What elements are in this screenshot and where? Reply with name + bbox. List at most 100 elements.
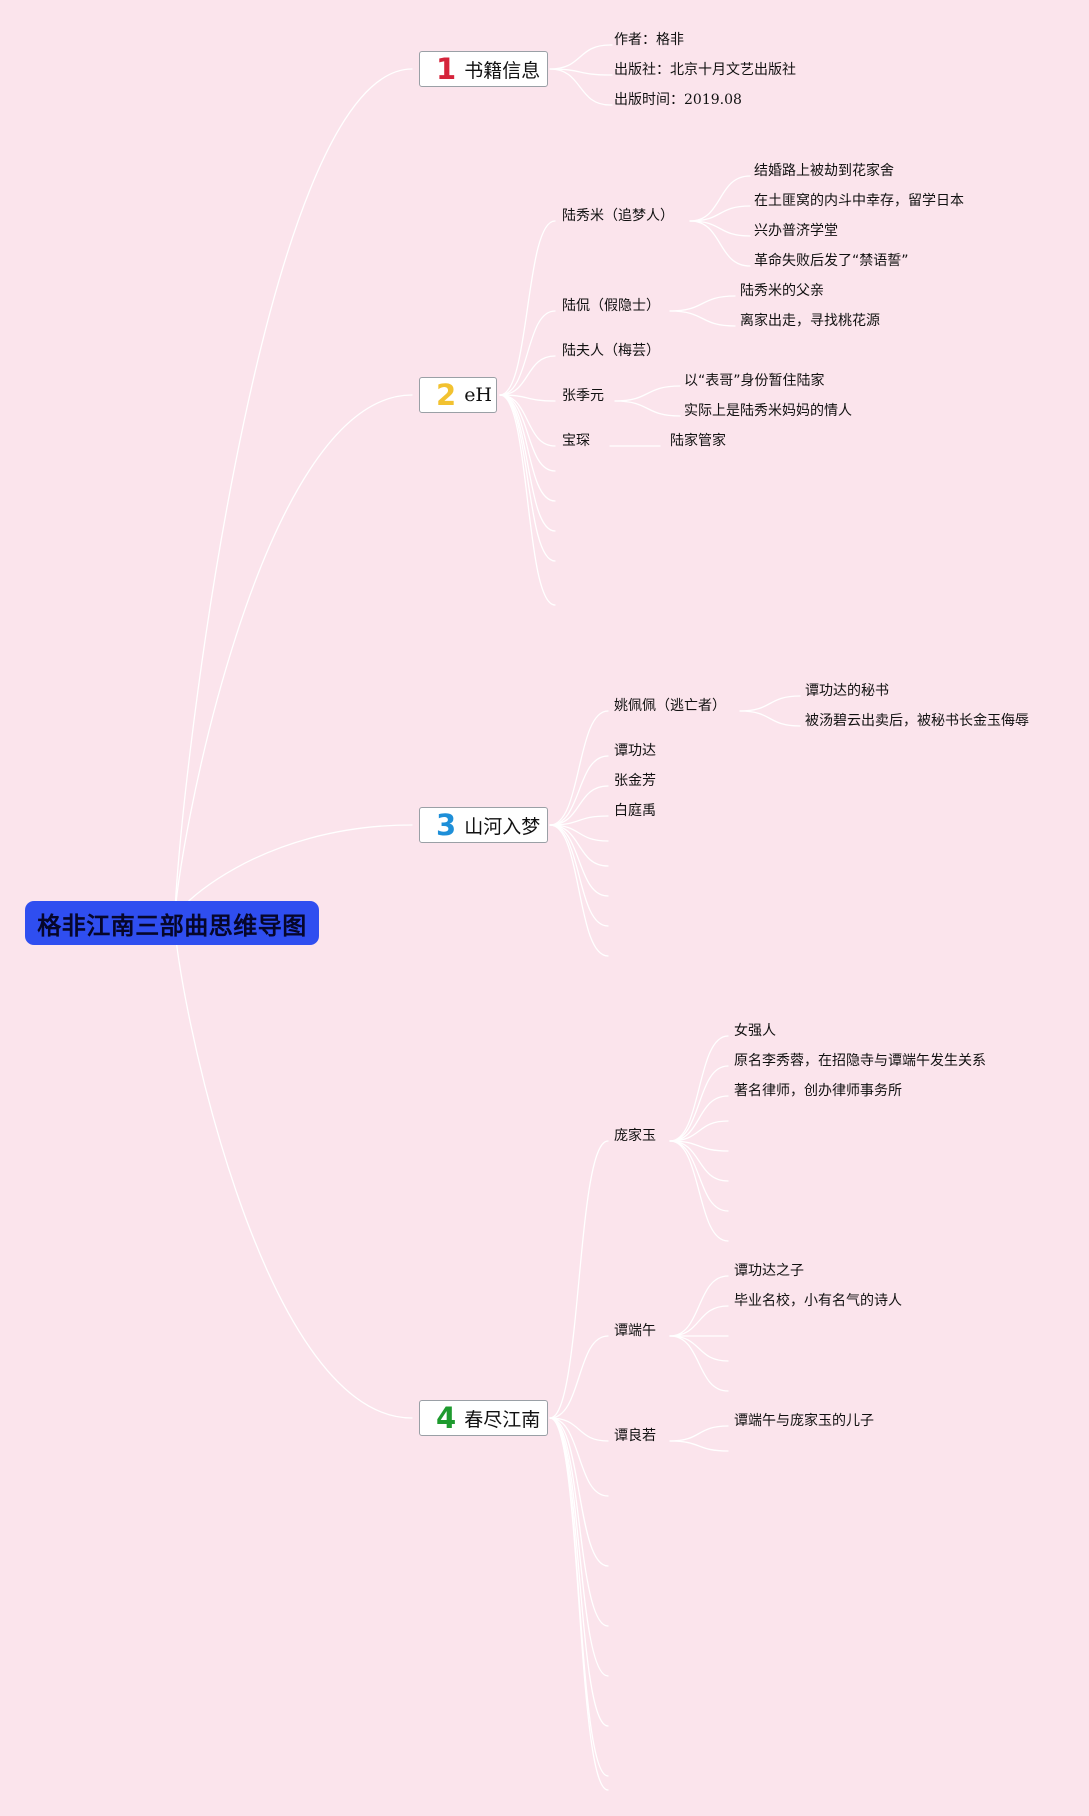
connector-line: [549, 824, 609, 867]
connector-line: [549, 1417, 609, 1627]
connector-line: [549, 824, 609, 897]
node-publisher[interactable]: 出版社：北京十月文艺出版社: [614, 62, 796, 78]
branch-eh[interactable]: 2 eH: [419, 377, 497, 413]
node-detail[interactable]: 以“表哥”身份暂住陆家: [684, 373, 825, 389]
node-detail[interactable]: 女强人: [734, 1023, 776, 1039]
connector-line: [669, 1335, 729, 1392]
connector-line: [614, 385, 681, 402]
node-tan-liangruo[interactable]: 谭良若: [614, 1428, 656, 1444]
connector-line: [549, 824, 609, 957]
connector-line: [499, 310, 556, 396]
node-detail[interactable]: 谭功达之子: [734, 1263, 804, 1279]
node-zhang-jiyuan[interactable]: 张季元: [562, 388, 604, 404]
root-node[interactable]: 格非江南三部曲思维导图: [25, 901, 319, 945]
connector-line: [499, 394, 556, 447]
connector-line: [669, 310, 736, 327]
node-detail[interactable]: 谭端午与庞家玉的儿子: [734, 1413, 874, 1429]
node-detail[interactable]: 离家出走，寻找桃花源: [740, 313, 880, 329]
connector-line: [669, 1440, 729, 1452]
connector-line: [499, 220, 556, 396]
connector-line: [614, 400, 681, 417]
node-detail[interactable]: 实际上是陆秀米妈妈的情人: [684, 403, 852, 419]
connector-line: [669, 1140, 729, 1152]
connector-line: [549, 1335, 609, 1419]
node-detail[interactable]: 兴办普济学堂: [754, 223, 838, 239]
node-yao-peipei[interactable]: 姚佩佩（逃亡者）: [614, 698, 726, 714]
connector-line: [669, 295, 736, 312]
connector-line: [549, 1417, 609, 1442]
connector-line: [549, 824, 609, 927]
connector-line: [669, 1425, 729, 1442]
node-detail[interactable]: 原名李秀蓉，在招隐寺与谭端午发生关系: [734, 1053, 986, 1069]
connector-line: [499, 394, 556, 472]
node-detail[interactable]: 著名律师，创办律师事务所: [734, 1083, 902, 1099]
connector-line: [499, 394, 556, 402]
connector-line: [549, 1140, 609, 1419]
branch-number-1: 1: [436, 51, 457, 86]
branch-number-2: 2: [436, 377, 457, 412]
connector-line: [499, 394, 556, 562]
connector-line: [549, 824, 609, 842]
node-bao-chen[interactable]: 宝琛: [562, 433, 590, 449]
connector-line: [549, 44, 611, 70]
connector-line: [669, 1065, 729, 1142]
node-detail[interactable]: 被汤碧云出卖后，被秘书长金玉侮辱: [805, 713, 1029, 729]
connector-line: [499, 394, 556, 532]
branch-label: 山河入梦: [464, 815, 541, 838]
node-tan-gongda[interactable]: 谭功达: [614, 743, 656, 759]
branch-number-4: 4: [436, 1400, 457, 1435]
connector-line: [549, 1417, 609, 1777]
connector-line: [549, 1417, 609, 1677]
connector-line: [689, 175, 751, 222]
branch-label: 书籍信息: [464, 59, 541, 82]
connector-line: [669, 1120, 729, 1142]
connector-line: [689, 220, 751, 237]
connector-line: [549, 710, 609, 826]
connector-line: [669, 1305, 729, 1337]
node-detail[interactable]: 陆秀米的父亲: [740, 283, 824, 299]
branch-book-info[interactable]: 1 书籍信息: [419, 51, 548, 87]
connector-line: [669, 1140, 729, 1212]
connector-line: [669, 1140, 729, 1182]
connector-line: [549, 68, 611, 76]
branch-label: eH: [464, 384, 493, 406]
node-lu-furen[interactable]: 陆夫人（梅芸）: [562, 343, 660, 359]
node-lu-kan[interactable]: 陆侃（假隐士）: [562, 298, 660, 314]
branch-number-3: 3: [436, 807, 457, 842]
node-publish-date[interactable]: 出版时间：2019.08: [614, 92, 742, 108]
node-lu-xiumi[interactable]: 陆秀米（追梦人）: [562, 208, 674, 224]
connector-line: [499, 394, 556, 502]
connector-line: [549, 1417, 609, 1567]
connector-line: [669, 1140, 729, 1242]
connector-line: [669, 1035, 729, 1142]
branch-chunjin-jiangnan[interactable]: 4 春尽江南: [419, 1400, 548, 1436]
branch-shanhe-rumeng[interactable]: 3 山河入梦: [419, 807, 548, 843]
connector-line: [689, 205, 751, 222]
connector-line: [499, 394, 556, 606]
connector-line: [549, 1417, 609, 1497]
node-detail[interactable]: 毕业名校，小有名气的诗人: [734, 1293, 902, 1309]
connector-line: [549, 1417, 609, 1791]
branch-label: 春尽江南: [464, 1408, 541, 1431]
connector-line: [549, 1417, 609, 1727]
node-detail[interactable]: 革命失败后发了“禁语誓”: [754, 253, 909, 269]
node-detail[interactable]: 结婚路上被劫到花家舍: [754, 163, 894, 179]
connector-line: [549, 755, 609, 826]
connector-line: [739, 710, 801, 727]
connector-line: [174, 924, 413, 1419]
node-pang-jiayu[interactable]: 庞家玉: [614, 1128, 656, 1144]
node-bai-tingyu[interactable]: 白庭禹: [614, 803, 656, 819]
connector-line: [549, 68, 611, 106]
connector-line: [174, 68, 413, 919]
root-label: 格非江南三部曲思维导图: [37, 911, 307, 940]
node-tan-duanwu[interactable]: 谭端午: [614, 1323, 656, 1339]
connector-line: [669, 1095, 729, 1142]
node-author[interactable]: 作者：格非: [614, 32, 684, 48]
node-detail[interactable]: 谭功达的秘书: [805, 683, 889, 699]
connector-line: [669, 1335, 729, 1362]
node-detail[interactable]: 在土匪窝的内斗中幸存，留学日本: [754, 193, 964, 209]
node-detail[interactable]: 陆家管家: [670, 433, 726, 449]
node-zhang-jinfang[interactable]: 张金芳: [614, 773, 656, 789]
connector-line: [689, 220, 751, 267]
connector-line: [549, 785, 609, 826]
